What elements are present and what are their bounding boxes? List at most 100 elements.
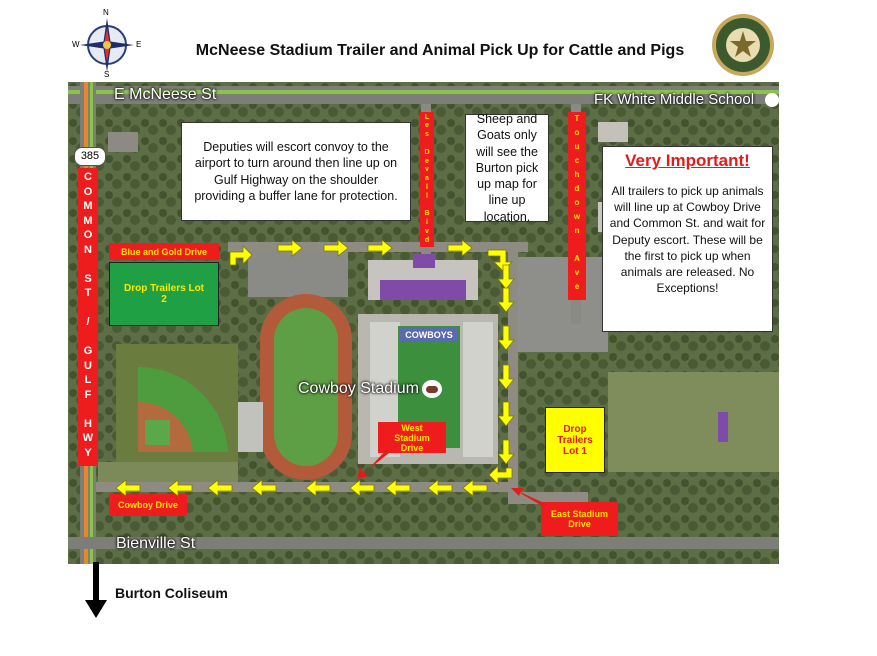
route-corner-arrow	[488, 465, 513, 485]
vertical-letter: e	[425, 157, 429, 165]
vertical-letter: n	[574, 226, 580, 235]
street-bienville: Bienville St	[116, 535, 196, 552]
vertical-letter: d	[424, 236, 430, 244]
vertical-letter: o	[574, 198, 580, 207]
vertical-letter: c	[574, 156, 580, 165]
east-stadium-drive-label: East Stadium Drive	[541, 502, 618, 536]
compass-w: W	[72, 40, 80, 49]
street-fk-white: FK White Middle School	[594, 91, 755, 108]
route-arrow	[251, 479, 277, 497]
vertical-letter: s	[425, 131, 429, 139]
very-important-note: Very Important! All trailers to pick up …	[602, 146, 773, 332]
stadium-sign: COWBOYS	[405, 330, 453, 340]
vertical-letter: S	[84, 272, 92, 285]
vertical-letter: L	[84, 374, 92, 386]
vertical-letter: L	[424, 113, 430, 121]
page-title: McNeese Stadium Trailer and Animal Pick …	[195, 42, 685, 59]
vertical-letter: e	[425, 122, 429, 130]
vertical-letter: e	[574, 282, 580, 291]
blue-gold-drive-label: Blue and Gold Drive	[109, 243, 219, 260]
route-arrow	[115, 479, 141, 497]
vertical-letter: W	[82, 432, 94, 444]
compass-e: E	[136, 40, 142, 49]
vertical-letter: u	[574, 142, 580, 151]
compass-rose-icon: N S W E	[72, 8, 142, 79]
route-arrow	[207, 479, 233, 497]
route-corner-arrow	[229, 245, 253, 266]
east-stadium-pointer-icon	[511, 488, 546, 507]
route-arrows	[115, 239, 546, 507]
vertical-letter: l	[426, 183, 428, 191]
vertical-letter: A	[574, 254, 580, 263]
sheep-note: Sheep and Goats only will see the Burton…	[465, 112, 549, 224]
vertical-letter: D	[424, 148, 430, 156]
vertical-letter: B	[424, 210, 430, 218]
cowboy-stadium-label: Cowboy Stadium	[298, 380, 419, 397]
vertical-letter: M	[83, 200, 93, 212]
vertical-letter: O	[83, 229, 93, 241]
vertical-letter: v	[425, 227, 429, 235]
route-arrow	[385, 479, 411, 497]
cowboy-drive-label: Cowboy Drive	[109, 494, 187, 516]
vertical-letter: /	[86, 316, 90, 328]
street-e-mcneese: E McNeese St	[114, 86, 217, 103]
vertical-letter: O	[83, 185, 93, 198]
highway-number: 385	[80, 150, 100, 162]
vertical-letter: v	[574, 268, 580, 277]
route-arrow	[427, 479, 453, 497]
vertical-letter: v	[425, 166, 429, 174]
vertical-letter: h	[574, 170, 580, 179]
compass-n: N	[103, 8, 109, 17]
vertical-letter: T	[574, 114, 580, 123]
vertical-letter: M	[83, 214, 93, 227]
route-arrow	[323, 239, 349, 257]
vertical-letter: G	[83, 345, 93, 357]
route-arrow	[167, 479, 193, 497]
very-important-body: All trailers to pick up animals will lin…	[609, 184, 766, 296]
vertical-letter: U	[84, 359, 92, 372]
cowboy-logo-icon	[422, 380, 442, 398]
route-arrow	[497, 287, 515, 313]
route-arrow	[497, 401, 515, 427]
route-arrow	[349, 479, 375, 497]
vertical-letter: F	[84, 388, 92, 401]
highway-shield-icon: 385	[74, 147, 106, 166]
sheriff-seal-icon	[710, 12, 776, 78]
west-stadium-pointer-icon	[357, 450, 389, 479]
vertical-letter: a	[425, 175, 429, 183]
route-arrow	[497, 264, 515, 290]
vertical-letter: N	[84, 243, 92, 256]
route-arrow	[447, 239, 473, 257]
route-arrow	[277, 239, 303, 257]
drop-trailers-lot2: Drop Trailers Lot 2	[109, 262, 219, 326]
vertical-letter: T	[84, 287, 92, 299]
vertical-letter: o	[574, 128, 580, 137]
down-arrow-icon	[85, 562, 107, 618]
route-arrow	[497, 364, 515, 390]
vertical-letter: Y	[84, 446, 92, 459]
route-arrow	[305, 479, 331, 497]
vertical-letter: d	[574, 184, 580, 193]
vertical-letter: l	[426, 219, 428, 227]
route-arrow	[497, 325, 515, 351]
compass-s: S	[104, 70, 110, 79]
very-important-title: Very Important!	[625, 151, 750, 170]
route-arrow	[367, 239, 393, 257]
burton-coliseum-label: Burton Coliseum	[115, 585, 228, 601]
vertical-letter: l	[426, 192, 428, 200]
drop-trailers-lot1: Drop Trailers Lot 1	[545, 407, 605, 473]
sheep-text: Sheep and Goats only will see the Burton…	[475, 112, 539, 224]
vertical-letter: H	[84, 417, 92, 430]
vertical-letter: C	[84, 171, 92, 183]
route-arrow	[462, 479, 488, 497]
west-stadium-drive-label: West Stadium Drive	[378, 422, 446, 453]
satellite-map: E McNeese St FK White Middle School Bien…	[68, 82, 779, 564]
school-icon	[765, 93, 779, 107]
deputies-note: Deputies will escort convoy to the airpo…	[181, 122, 411, 221]
